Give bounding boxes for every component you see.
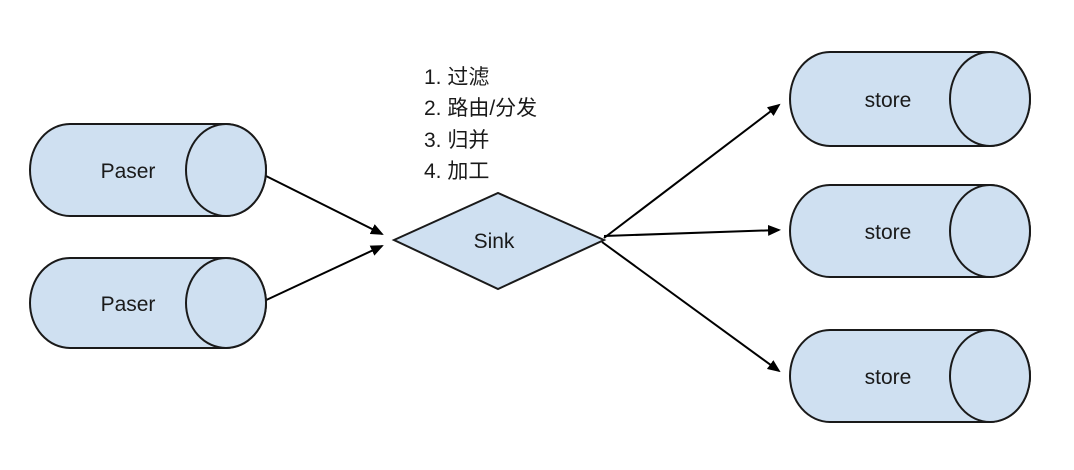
node-paser-2: Paser <box>29 257 267 349</box>
node-store-1: store <box>789 51 1031 147</box>
annotation-line: 1. 过滤 <box>424 66 489 89</box>
node-label: Paser <box>101 293 156 316</box>
diamond-shape <box>391 191 607 291</box>
node-sink: Sink <box>391 191 607 291</box>
node-label: Sink <box>474 230 515 253</box>
annotation-line: 4. 加工 <box>424 160 489 183</box>
annotation-line: 3. 归并 <box>424 129 489 152</box>
edge-paser2-to-sink <box>261 245 384 303</box>
cylinder-cap <box>949 329 1031 423</box>
edge-paser1-to-sink <box>261 173 384 235</box>
cylinder-cap <box>185 257 267 349</box>
edge-sink-to-store2 <box>603 224 781 237</box>
annotation-list: 1. 过滤 2. 路由/分发 3. 归并 4. 加工 <box>424 66 537 183</box>
cylinder-cap <box>185 123 267 217</box>
node-label: store <box>865 89 912 112</box>
edges <box>261 103 781 373</box>
edge-sink-to-store3 <box>601 241 781 373</box>
node-label: Paser <box>101 160 156 183</box>
edge-sink-to-store1 <box>603 103 781 239</box>
node-store-2: store <box>789 184 1031 278</box>
node-paser-1: Paser <box>29 123 267 217</box>
node-store-3: store <box>789 329 1031 423</box>
cylinder-cap <box>949 184 1031 278</box>
node-label: store <box>865 366 912 389</box>
node-label: store <box>865 221 912 244</box>
annotation-line: 2. 路由/分发 <box>424 97 537 120</box>
cylinder-cap <box>949 51 1031 147</box>
